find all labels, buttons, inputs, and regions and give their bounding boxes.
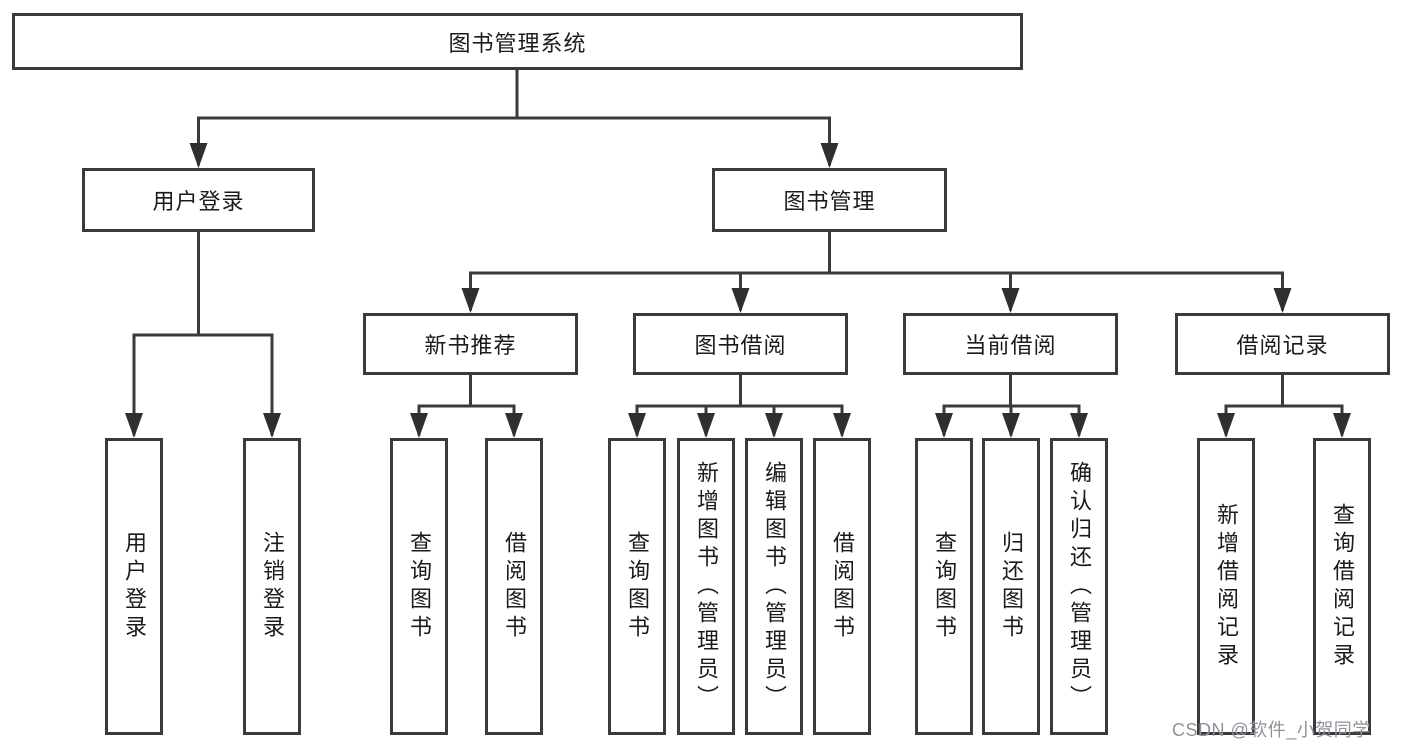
arrow-down-icon [125,413,143,438]
arrow-down-icon [1002,413,1020,438]
leaf-add-book-admin: 新增图书（管理员） [677,438,735,735]
leaf-query-books-recommend: 查询图书 [390,438,448,735]
arrow-down-icon [189,143,208,168]
connector-borrowrecord-to-leaves [1224,373,1344,436]
arrow-down-icon [1333,413,1351,438]
arrow-down-icon [1217,413,1235,438]
node-root: 图书管理系统 [12,13,1023,70]
arrow-down-icon [935,413,953,438]
arrow-down-icon [1273,288,1292,313]
arrowheads [125,143,1351,438]
watermark-text: CSDN @软件_小贺同学 [1172,720,1371,740]
leaf-query-books-current: 查询图书 [915,438,973,735]
arrow-down-icon [1001,288,1020,313]
node-current-borrowing: 当前借阅 [903,313,1118,375]
arrow-down-icon [505,413,523,438]
leaf-query-borrow-record: 查询借阅记录 [1313,438,1371,735]
leaf-return-books: 归还图书 [982,438,1040,735]
node-new-book-recommendation: 新书推荐 [363,313,578,375]
connector-root-to-level2 [197,68,831,166]
leaf-borrow-books-recommend: 借阅图书 [485,438,543,735]
arrow-down-icon [820,143,839,168]
node-user-login: 用户登录 [82,168,315,232]
arrow-down-icon [1070,413,1088,438]
arrow-down-icon [410,413,428,438]
arrow-down-icon [263,413,281,438]
node-book-borrowing: 图书借阅 [633,313,848,375]
connector-userlogin-to-leaves [132,230,274,436]
node-book-management: 图书管理 [712,168,947,232]
leaf-add-borrow-record: 新增借阅记录 [1197,438,1255,735]
arrow-down-icon [628,413,646,438]
leaf-logout: 注销登录 [243,438,301,735]
arrow-down-icon [731,288,750,313]
node-borrowing-records: 借阅记录 [1175,313,1390,375]
connector-bookmgmt-to-level3 [469,230,1284,311]
leaf-user-login: 用户登录 [105,438,163,735]
arrow-down-icon [461,288,480,313]
leaf-query-books-borrow: 查询图书 [608,438,666,735]
arrow-down-icon [697,413,715,438]
leaf-confirm-return-admin: 确认归还（管理员） [1050,438,1108,735]
connector-bookborrow-to-leaves [635,373,844,436]
connector-newbook-to-leaves [417,373,516,436]
arrow-down-icon [765,413,783,438]
leaf-borrow-books: 借阅图书 [813,438,871,735]
arrow-down-icon [833,413,851,438]
leaf-edit-book-admin: 编辑图书（管理员） [745,438,803,735]
